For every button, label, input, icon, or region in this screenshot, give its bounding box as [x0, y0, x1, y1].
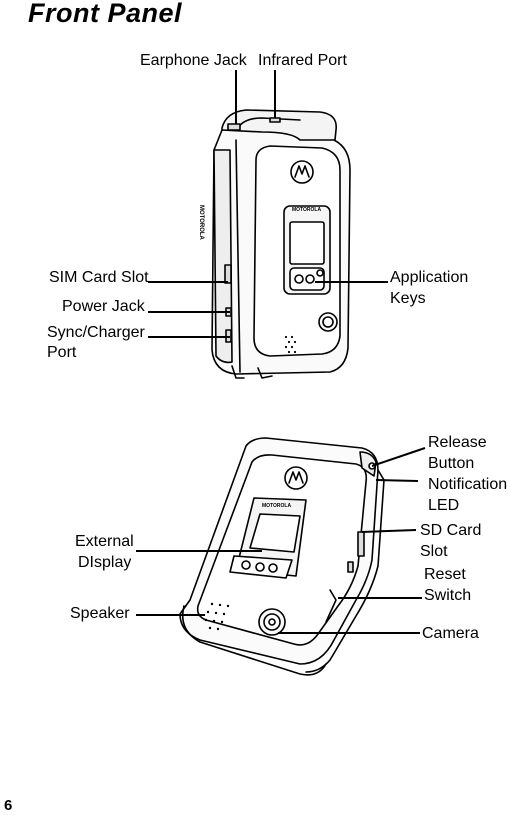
- earphone-jack-label: Earphone Jack: [140, 52, 247, 69]
- reset-switch-label-line1: Reset: [424, 566, 466, 583]
- external-display-label-line1: External: [75, 533, 134, 550]
- notification-led-label-line2: LED: [428, 497, 460, 514]
- brand-logo-front-bottom: MOTOROLA: [262, 503, 292, 509]
- reset-switch-label-line2: Switch: [424, 587, 472, 604]
- release-button-label-line2: Button: [428, 455, 475, 472]
- infrared-port-label: Infrared Port: [258, 52, 347, 69]
- power-jack-label: Power Jack: [62, 298, 145, 315]
- sync-charger-port-label-line1: Sync/Charger: [47, 324, 145, 341]
- camera-label: Camera: [422, 625, 479, 642]
- sim-card-slot-label: SIM Card Slot: [49, 269, 149, 286]
- external-display-label-line2: DIsplay: [78, 554, 132, 571]
- application-keys-label-line1: Application: [390, 269, 469, 286]
- speaker-label: Speaker: [70, 605, 130, 622]
- notification-led-label-line1: Notification: [428, 476, 508, 493]
- release-button-label-line1: Release: [428, 434, 487, 451]
- sd-card-slot-label-line1: SD Card: [420, 522, 482, 539]
- page-number: 6: [4, 797, 13, 814]
- page-title: Front Panel: [28, 0, 183, 28]
- brand-logo-front-top: MOTOROLA: [292, 207, 322, 213]
- application-keys-label-line2: Keys: [390, 290, 426, 307]
- sync-charger-port-label-line2: Port: [47, 344, 77, 361]
- sd-card-slot-label-line2: Slot: [420, 543, 448, 560]
